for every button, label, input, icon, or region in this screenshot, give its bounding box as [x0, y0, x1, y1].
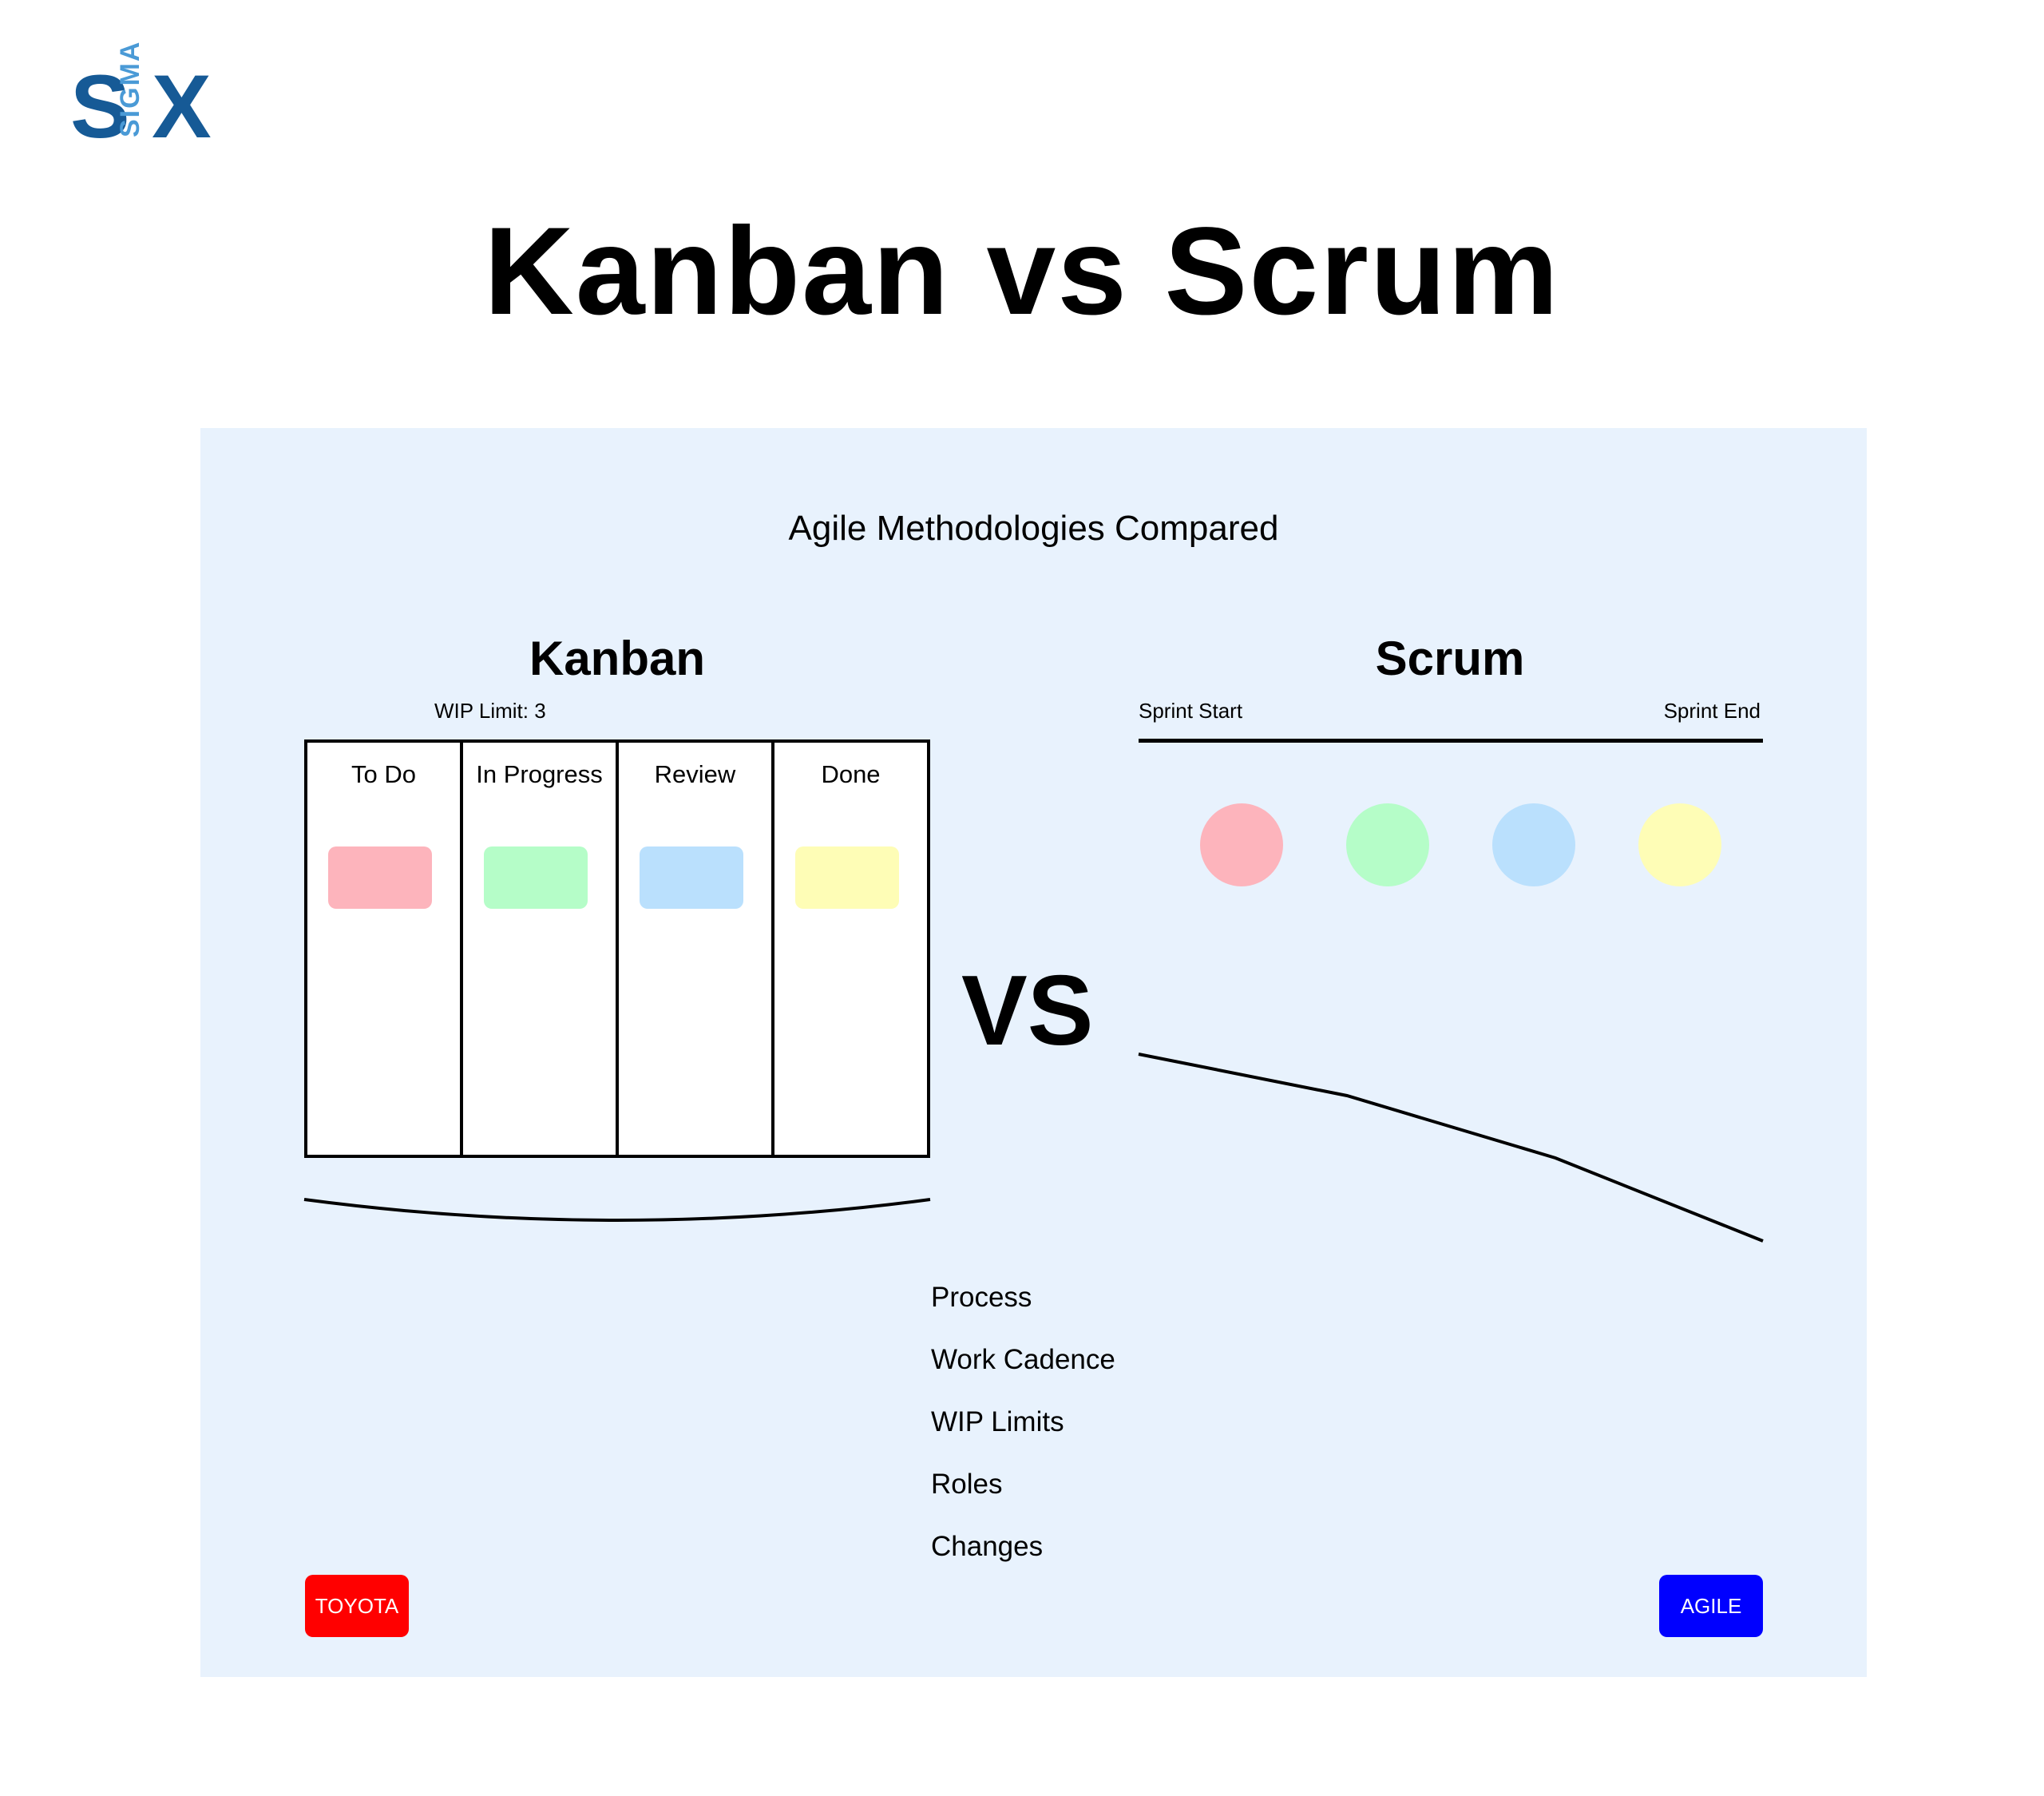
sprint-dot [1638, 803, 1721, 886]
sprint-timeline [1139, 739, 1763, 743]
aspect-item: Process [931, 1282, 1032, 1313]
scrum-heading: Scrum [1375, 632, 1525, 685]
kanban-column-review: Review [616, 743, 771, 1155]
aspect-item: WIP Limits [931, 1406, 1064, 1437]
aspect-item: Work Cadence [931, 1344, 1115, 1375]
column-label: Done [821, 760, 881, 788]
column-label: Review [654, 760, 736, 788]
kanban-card [484, 846, 588, 909]
kanban-card [640, 846, 743, 909]
kanban-column-todo: To Do [307, 743, 460, 1155]
vs-label: VS [961, 956, 1094, 1066]
sprint-start-label: Sprint Start [1139, 699, 1243, 723]
logo-letter-x: X [152, 57, 212, 157]
kanban-card [795, 846, 899, 909]
page-title: Kanban vs Scrum [484, 202, 1560, 341]
scrum-burndown-line [1138, 1053, 1764, 1243]
kanban-column-done: Done [771, 743, 927, 1155]
connector-lines [303, 1053, 1764, 1243]
comparison-aspects-list: Process Work Cadence WIP Limits Roles Ch… [931, 1267, 1115, 1578]
sprint-dot [1492, 803, 1575, 886]
sixsigma-logo: S SIGMA X [70, 41, 222, 157]
sprint-dot [1200, 803, 1283, 886]
kanban-column-in-progress: In Progress [460, 743, 616, 1155]
column-label: To Do [351, 760, 416, 788]
sprint-end-label: Sprint End [1663, 699, 1761, 723]
kanban-heading: Kanban [529, 632, 706, 685]
aspect-item: Roles [931, 1469, 1003, 1500]
diagram-subtitle: Agile Methodologies Compared [788, 509, 1279, 548]
kanban-board: To Do In Progress Review Done [304, 739, 930, 1158]
kanban-flow-curve [303, 1198, 931, 1222]
toyota-badge: TOYOTA [305, 1575, 409, 1637]
sprint-dot [1346, 803, 1429, 886]
agile-badge: AGILE [1659, 1575, 1763, 1637]
kanban-card [328, 846, 432, 909]
logo-sigma-text: SIGMA [115, 40, 145, 137]
logo-letter-s: S [70, 57, 130, 157]
column-label: In Progress [476, 760, 603, 788]
comparison-panel: Agile Methodologies Compared Kanban WIP … [200, 428, 1867, 1677]
wip-limit-label: WIP Limit: 3 [434, 699, 546, 723]
aspect-item: Changes [931, 1531, 1044, 1562]
